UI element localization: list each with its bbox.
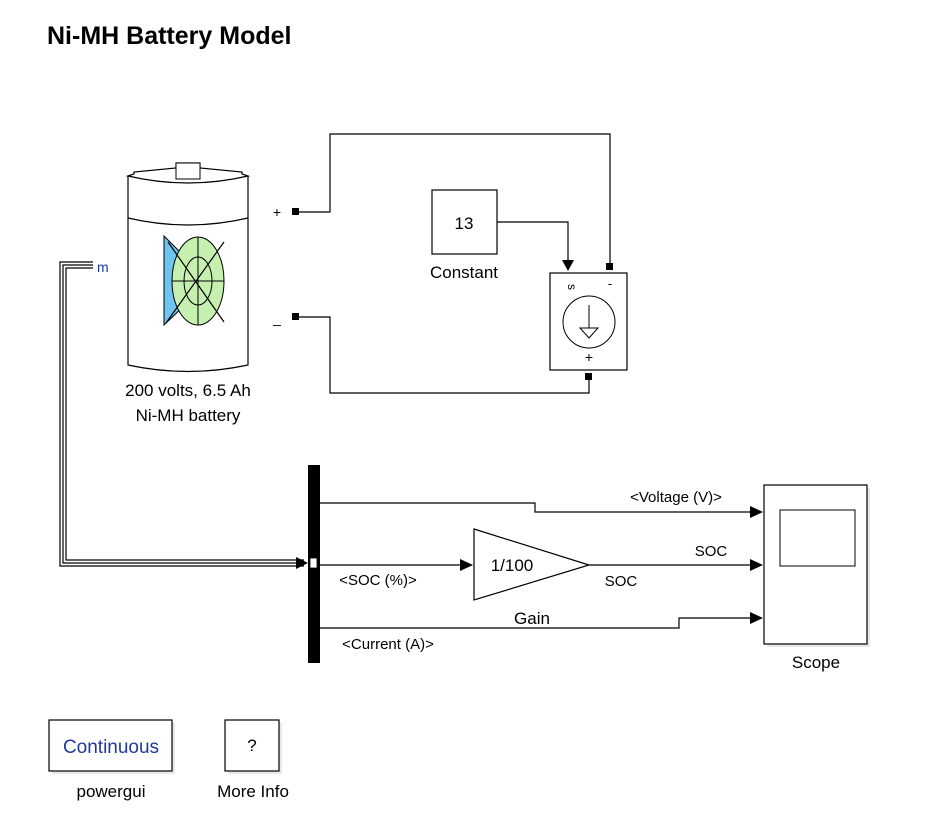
wire-constant-to-source[interactable] [497, 221, 569, 262]
battery-minus-port-label: _ [272, 310, 281, 326]
scope-screen-icon [779, 509, 856, 567]
measurement-bus-wire[interactable] [59, 261, 308, 569]
source-minus-port-label: - [608, 276, 612, 291]
diagram-title: Ni-MH Battery Model [47, 22, 292, 50]
scope-block[interactable] [763, 484, 870, 647]
voltage-signal-label: <Voltage (V)> [630, 489, 722, 506]
powergui-label: powergui [77, 782, 146, 801]
gain-label: Gain [514, 609, 550, 628]
soc-signal-label-below: SOC [605, 573, 638, 590]
battery-label-line1: 200 volts, 6.5 Ah [125, 381, 251, 400]
soc-percent-signal-label: <SOC (%)> [339, 572, 417, 589]
battery-m-port-label: m [97, 259, 109, 275]
constant-block[interactable]: 13 [431, 189, 498, 255]
battery-icon [163, 234, 225, 327]
scope-label: Scope [792, 653, 840, 672]
wire-voltage[interactable] [320, 502, 752, 513]
gain-block[interactable]: 1/100 [473, 528, 592, 601]
current-arrow-icon [578, 305, 600, 339]
source-plus-connector[interactable] [585, 373, 592, 380]
constant-value: 13 [455, 214, 474, 233]
gain-value: 1/100 [491, 556, 534, 575]
source-s-port-label: s [565, 284, 579, 290]
wire-current[interactable] [320, 617, 752, 629]
battery-minus-connector[interactable] [292, 313, 299, 320]
controlled-current-source-block[interactable]: s - + [549, 272, 628, 371]
more-info-label: More Info [217, 782, 289, 801]
soc-signal-label-above: SOC [695, 543, 728, 560]
current-signal-label: <Current (A)> [342, 636, 434, 653]
powergui-block[interactable]: Continuous [48, 719, 175, 774]
battery-block[interactable]: 200 volts, 6.5 Ah Ni-MH battery [125, 162, 251, 425]
battery-plus-connector[interactable] [292, 208, 299, 215]
constant-label: Constant [430, 263, 498, 282]
source-minus-connector[interactable] [606, 263, 613, 270]
bus-selector-input-port [309, 557, 318, 569]
help-question-icon: ? [247, 736, 256, 755]
wire-battery-minus-to-source-plus[interactable] [299, 316, 590, 394]
more-info-block[interactable]: ? [224, 719, 282, 774]
battery-plus-port-label: + [273, 204, 281, 220]
wire-battery-plus-to-source-minus[interactable] [299, 133, 611, 264]
powergui-mode: Continuous [63, 737, 159, 758]
battery-label-line2: Ni-MH battery [136, 406, 241, 425]
source-plus-port-label: + [585, 349, 593, 365]
